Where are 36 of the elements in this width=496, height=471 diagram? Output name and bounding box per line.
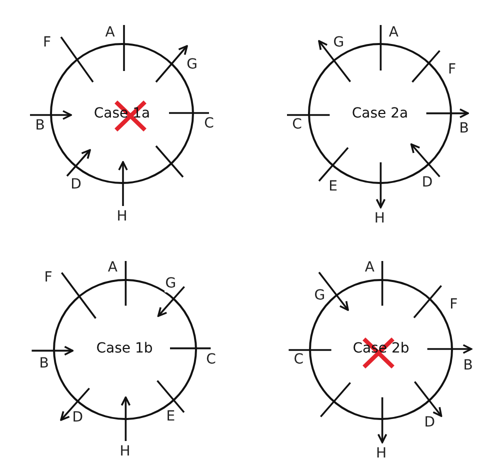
arrow bbox=[414, 381, 442, 417]
arrow bbox=[318, 40, 352, 82]
arrow bbox=[427, 344, 472, 354]
arrow bbox=[376, 162, 386, 208]
tick-line bbox=[169, 112, 209, 114]
arrow bbox=[410, 143, 440, 178]
tick-line bbox=[155, 145, 184, 178]
arrow bbox=[32, 346, 74, 356]
arrow bbox=[66, 149, 91, 177]
tick-line bbox=[412, 50, 440, 83]
tick-line bbox=[124, 261, 127, 306]
arrow bbox=[377, 397, 388, 444]
case-title: Case 1b bbox=[96, 341, 153, 357]
case-title: Case 2a bbox=[352, 106, 408, 122]
tick-line bbox=[60, 36, 94, 83]
arrow bbox=[318, 272, 349, 311]
arrow bbox=[120, 396, 131, 441]
edge-label: G bbox=[164, 276, 178, 292]
tick-line bbox=[287, 114, 330, 116]
tick-line bbox=[123, 25, 125, 71]
tick-line bbox=[318, 147, 349, 182]
tick-line bbox=[380, 25, 382, 70]
tick-line bbox=[381, 261, 384, 306]
tick-line bbox=[288, 349, 332, 351]
arrow bbox=[118, 161, 128, 206]
tick-line bbox=[156, 380, 185, 413]
arrow bbox=[157, 286, 185, 317]
tick-line bbox=[60, 272, 96, 319]
tick-line bbox=[320, 382, 351, 418]
tick-line bbox=[170, 347, 211, 350]
arrow bbox=[30, 110, 72, 120]
arrow bbox=[155, 45, 188, 83]
tick-line bbox=[413, 285, 442, 318]
arrow bbox=[60, 388, 90, 421]
arrow bbox=[426, 108, 469, 118]
case-title: Case 1a bbox=[94, 106, 150, 122]
